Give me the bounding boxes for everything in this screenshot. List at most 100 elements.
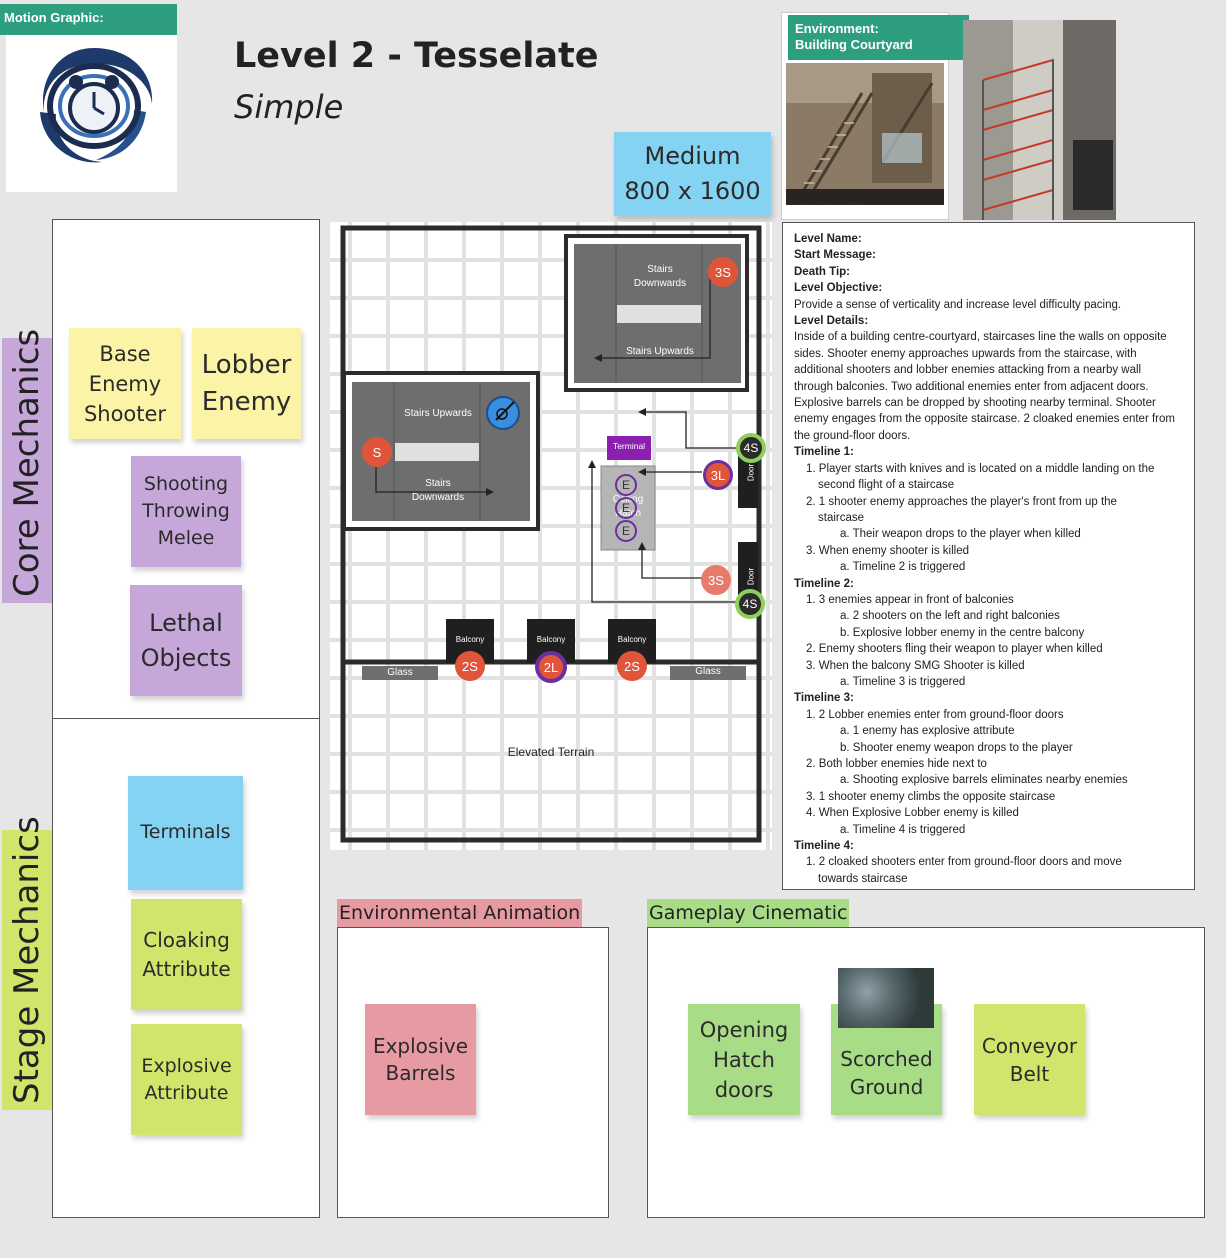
- timeline-subitem: a. Timeline 2 is triggered: [840, 561, 966, 574]
- environment-label-line1: Environment:: [795, 21, 879, 36]
- timeline-subitem: a. 2 shooters on the left and right balc…: [840, 610, 1060, 623]
- timeline-1-label: Timeline 1:: [794, 446, 854, 459]
- core-mechanics-tab: [2, 338, 52, 603]
- sticky-text: Scorched: [840, 1046, 933, 1071]
- level-details-panel: Level Name: Start Message: Death Tip: Le…: [782, 222, 1195, 890]
- timeline-item: 1. 2 cloaked shooters enter from ground-…: [806, 856, 1122, 869]
- page-title: Level 2 - Tesselate: [234, 36, 599, 76]
- sticky-opening-hatch-doors[interactable]: Opening Hatch doors: [688, 1004, 800, 1115]
- sticky-shooting-throwing-melee[interactable]: Shooting Throwing Melee: [131, 456, 241, 567]
- enemy-marker-2s-a[interactable]: 2S: [455, 651, 485, 681]
- sticky-text: Hatch: [713, 1047, 775, 1072]
- sticky-explosive-attribute[interactable]: Explosive Attribute: [131, 1024, 242, 1135]
- start-message-label: Start Message:: [794, 249, 876, 262]
- map-label-line: Stairs: [647, 264, 673, 275]
- sticky-text: Terminals: [140, 821, 231, 844]
- level-map: [330, 222, 772, 850]
- timeline-item: 2. 1 shooter enemy approaches the player…: [806, 495, 1117, 508]
- sticky-text: Attribute: [144, 1081, 229, 1104]
- size-sticky[interactable]: Medium 800 x 1600: [614, 132, 771, 216]
- timeline-subitem: a. Their weapon drops to the player when…: [840, 528, 1081, 541]
- timeline-item: 3. When enemy shooter is killed: [806, 544, 969, 557]
- timeline-item: 3. 1 shooter enemy climbs the opposite s…: [806, 790, 1056, 803]
- explosive-barrel-marker[interactable]: E: [615, 520, 637, 542]
- sticky-text: Melee: [157, 527, 215, 549]
- size-sticky-line2: 800 x 1600: [624, 177, 761, 205]
- enemy-marker-3l[interactable]: 3L: [703, 460, 733, 490]
- timeline-subitem: a. 1 enemy has explosive attribute: [840, 725, 1015, 738]
- timeline-item: towards staircase: [818, 872, 908, 885]
- map-stairs-down-1: Stairs Downwards: [615, 263, 705, 291]
- environment-image-2: [963, 20, 1116, 220]
- sticky-text: Shooting: [143, 473, 229, 495]
- gameplay-cinematic-label: Gameplay Cinematic: [647, 899, 850, 927]
- sticky-text: Enemy: [88, 371, 162, 396]
- enemy-marker-2s-b[interactable]: 2S: [617, 651, 647, 681]
- timeline-item: 1. 2 Lobber enemies enter from ground-fl…: [806, 708, 1064, 721]
- sticky-lethal-objects[interactable]: Lethal Objects: [130, 585, 242, 696]
- timeline-subitem: a. Timeline 3 is triggered: [840, 675, 966, 688]
- sticky-lobber-enemy[interactable]: Lobber Enemy: [192, 328, 301, 439]
- timeline-item: 4. When Explosive Lobber enemy is killed: [806, 807, 1019, 820]
- sticky-text: Lethal: [149, 608, 223, 637]
- timeline-3-label: Timeline 3:: [794, 692, 854, 705]
- size-sticky-line1: Medium: [644, 142, 741, 170]
- map-balcony-3: Balcony: [617, 635, 647, 644]
- sticky-text: Shooter: [83, 401, 167, 426]
- map-balcony-1: Balcony: [455, 635, 485, 644]
- map-stairs-down-2: Stairs Downwards: [393, 477, 483, 505]
- timeline-2-label: Timeline 2:: [794, 577, 854, 590]
- sticky-base-enemy-shooter[interactable]: Base Enemy Shooter: [69, 328, 181, 439]
- sticky-text: Objects: [140, 643, 232, 672]
- environment-image-caption: Arne Jacobsen's National Bank of Denmark: [787, 201, 865, 206]
- sticky-terminals[interactable]: Terminals: [128, 776, 243, 890]
- stage-mechanics-tab: [2, 830, 52, 1110]
- sticky-explosive-barrels[interactable]: Explosive Barrels: [365, 1004, 476, 1115]
- player-marker[interactable]: [486, 396, 520, 430]
- motion-graphic-label: Motion Graphic:: [0, 4, 177, 35]
- sticky-conveyor-belt[interactable]: Conveyor Belt: [974, 1004, 1085, 1115]
- enemy-marker-4s-a[interactable]: 4S: [736, 433, 766, 463]
- timeline-item: 1. Player starts with knives and is loca…: [806, 462, 1155, 475]
- map-glass-2: Glass: [695, 666, 721, 677]
- enemy-marker-4s-b[interactable]: 4S: [735, 589, 765, 619]
- sticky-text: Ground: [849, 1074, 924, 1099]
- enemy-marker-s-left[interactable]: S: [362, 437, 392, 467]
- enemy-marker-3s-mid[interactable]: 3S: [701, 565, 731, 595]
- timeline-item: 2. Enemy shooters fling their weapon to …: [806, 643, 1103, 656]
- sticky-text: Throwing: [142, 500, 230, 522]
- sticky-text: Enemy: [201, 386, 292, 417]
- stage-mechanics-label: Stage Mechanics: [7, 816, 47, 1104]
- core-mechanics-label: Core Mechanics: [7, 328, 47, 597]
- sticky-text: Base: [99, 341, 151, 366]
- sticky-text: Cloaking: [143, 927, 230, 952]
- explosive-barrel-marker[interactable]: E: [615, 474, 637, 496]
- map-stairs-up-2: Stairs Upwards: [404, 408, 472, 419]
- level-name-label: Level Name:: [794, 233, 862, 245]
- environment-label-line2: Building Courtyard: [795, 37, 913, 52]
- environmental-animation-label: Environmental Animation: [337, 899, 583, 927]
- map-glass-1: Glass: [387, 667, 413, 678]
- enemy-marker-2l[interactable]: 2L: [535, 651, 567, 683]
- sticky-text: Lobber: [201, 349, 292, 380]
- map-label-line: Downwards: [411, 492, 465, 503]
- sticky-text: doors: [714, 1077, 774, 1102]
- sticky-cloaking-attribute[interactable]: Cloaking Attribute: [131, 899, 242, 1010]
- timeline-subitem: a. Timeline 4 is triggered: [840, 823, 966, 836]
- sticky-text: Conveyor: [981, 1033, 1078, 1058]
- sticky-text: Belt: [1009, 1061, 1050, 1086]
- environment-label: Environment: Building Courtyard: [788, 15, 969, 60]
- timeline-item: 3. When the balcony SMG Shooter is kille…: [806, 659, 1025, 672]
- sticky-text: Attribute: [142, 956, 231, 981]
- timeline-item: 2. Both lobber enemies hide next to: [806, 758, 987, 770]
- scorched-ground-texture: [838, 968, 934, 1028]
- explosive-barrel-marker[interactable]: E: [615, 497, 637, 519]
- map-label-line: Stairs: [425, 478, 451, 489]
- map-stairs-up-1: Stairs Upwards: [626, 346, 694, 357]
- timeline-subitem: b. Explosive lobber enemy in the centre …: [840, 626, 1085, 639]
- map-terminal[interactable]: Terminal: [612, 441, 646, 451]
- alarm-clock-logo: [30, 42, 158, 170]
- enemy-marker-3s-top[interactable]: 3S: [708, 257, 738, 287]
- sticky-text: Barrels: [385, 1060, 456, 1085]
- level-details-text: Inside of a building centre-courtyard, s…: [794, 331, 1175, 442]
